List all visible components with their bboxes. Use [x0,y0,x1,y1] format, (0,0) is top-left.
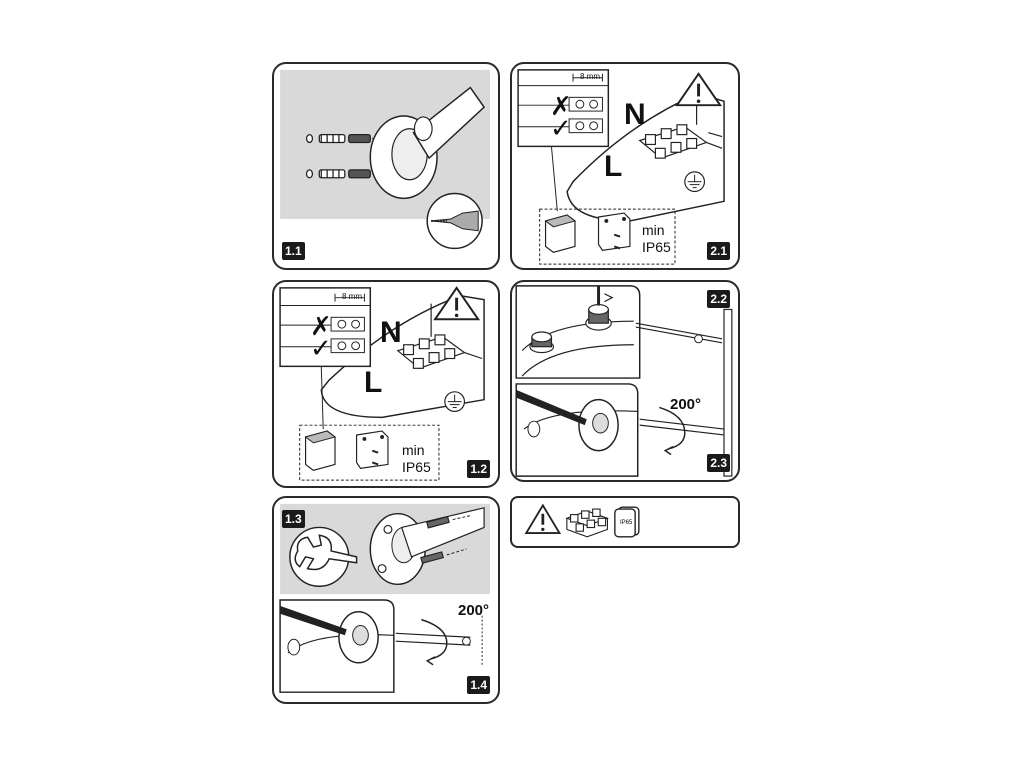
correct-mark: ✓ [550,114,572,144]
legend-icons [524,503,640,538]
wiring-illustration [279,286,485,481]
step-badge: 1.4 [467,676,490,694]
step-badge: 2.1 [707,242,730,260]
flange-fixing-illustration [279,503,490,693]
min-ip-label: min IP65 [642,222,671,255]
screwdriver-icon [516,389,587,426]
wrong-mark: ✗ [310,312,332,342]
live-label: L [604,150,623,183]
step-1-2-panel: 8 mm ✗ ✓ N L min IP65 1.2 [272,280,500,488]
terminal-block-icon [565,508,610,538]
strip-length-label: 8 mm [580,72,600,81]
ip65-box-icon [614,506,640,538]
wrench-icon [289,526,358,588]
warning-icon [524,503,562,534]
neutral-label: N [380,316,402,349]
step-badge: 2.3 [707,454,730,472]
gland-rotation-illustration [515,285,733,477]
step-badge: 1.1 [282,242,305,260]
warning-icon [433,286,481,321]
correct-mark: ✓ [310,334,332,364]
step-1-1-panel: 1.1 [272,62,500,270]
step-badge: 2.2 [707,290,730,308]
ground-icon [444,391,466,413]
step-badge: 1.2 [467,460,490,478]
step-2-1-panel: 8 mm ✗ ✓ N L min IP65 2.1 [510,62,740,270]
min-ip-label: min IP65 [402,442,431,475]
wiring-illustration [517,69,725,265]
live-label: L [364,366,383,399]
wall-mounting-illustration [280,69,490,250]
ground-icon [684,171,706,193]
ip65-box-label: IP65 [620,520,633,526]
rotation-angle-label: 200° [670,396,702,413]
strip-length-label: 8 mm [342,292,362,301]
step-1-3-1-4-panel: 1.3 200° 1.4 [272,496,500,704]
screwdriver-icon [280,605,347,636]
neutral-label: N [624,98,646,131]
wrong-mark: ✗ [550,92,572,122]
step-badge: 1.3 [282,510,305,528]
rotation-angle-label: 200° [458,602,490,619]
warning-icon [675,72,722,107]
step-2-2-2-3-panel: 2.2 200° 2.3 [510,280,740,482]
legend-panel: IP65 [510,496,740,548]
